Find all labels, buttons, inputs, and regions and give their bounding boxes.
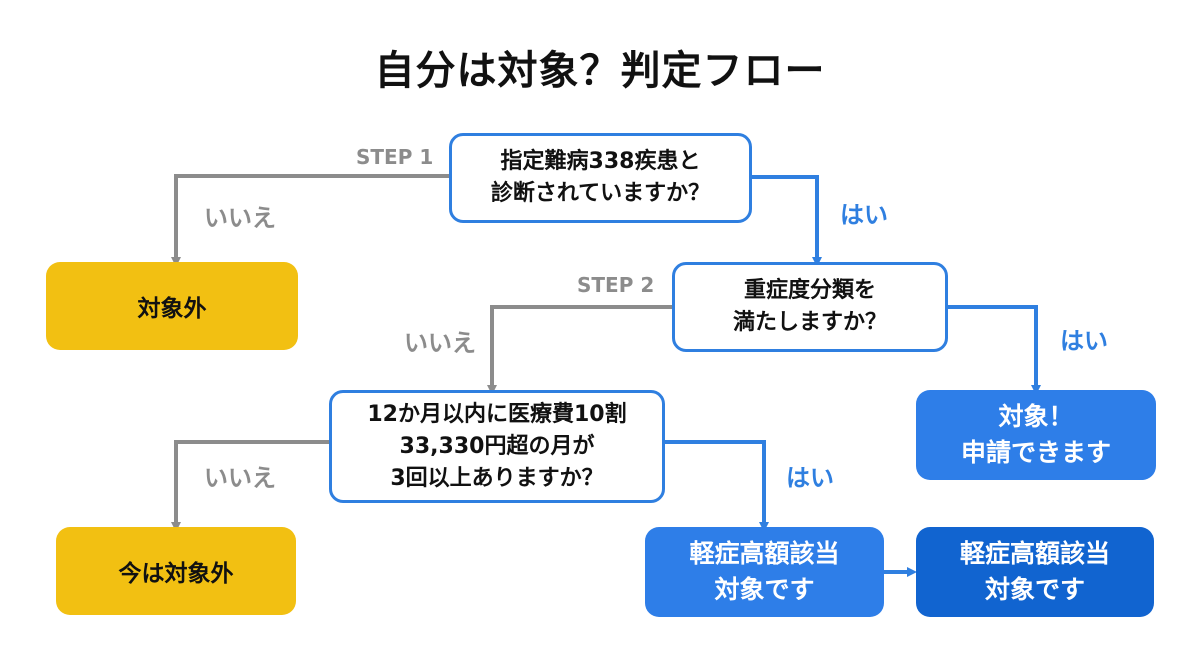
result-eligible-line2: 申請できます	[960, 438, 1111, 467]
result-mild-high-cost-line1: 軽症高額該当	[689, 539, 840, 568]
step2-label: STEP 2	[577, 273, 655, 297]
result-mild-high-cost-line2: 対象です	[714, 575, 815, 604]
result-eligible: 対象！ 申請できます	[916, 390, 1156, 480]
no-label-q2: いいえ	[404, 329, 476, 357]
question1-line2: 診断されていますか？	[490, 181, 711, 206]
result-mild-high-cost-final: 軽症高額該当 対象です	[916, 527, 1154, 617]
step1-label: STEP 1	[356, 145, 434, 169]
yes-label-q3: はい	[786, 464, 834, 492]
yes-label-q2: はい	[1060, 327, 1108, 355]
yes-label-q1: はい	[840, 201, 888, 229]
result-not-yet: 今は対象外	[56, 527, 296, 615]
no-label-q3: いいえ	[204, 464, 276, 492]
no-label-q1: いいえ	[204, 204, 276, 232]
question2-line2: 満たしますか？	[732, 310, 887, 335]
question2-line1: 重症度分類を	[743, 278, 876, 303]
no-arrow-q2	[487, 305, 672, 395]
yes-arrow-q2	[948, 305, 1041, 395]
result-not-eligible: 対象外	[46, 262, 298, 350]
question-box-step2: 重症度分類を 満たしますか？	[672, 262, 948, 352]
result-final-line2: 対象です	[984, 575, 1085, 604]
result-not-eligible-label: 対象外	[137, 296, 207, 322]
question-box-step1: 指定難病338疾患と 診断されていますか？	[449, 133, 752, 223]
question3-line1: 12か月以内に医療費10割	[367, 401, 627, 427]
result-final-line1: 軽症高額該当	[959, 539, 1110, 568]
result-mild-high-cost: 軽症高額該当 対象です	[645, 527, 884, 617]
page-title: 自分は対象？判定フロー	[374, 48, 826, 94]
no-arrow-q1	[171, 174, 449, 267]
question3-line3: 3回以上ありますか？	[390, 465, 604, 491]
yes-arrow-q1	[752, 175, 822, 267]
no-arrow-q3	[171, 440, 329, 532]
result-eligible-line1: 対象！	[998, 402, 1074, 431]
question3-line2: 33,330円超の月が	[399, 433, 595, 459]
question-box-step3: 12か月以内に医療費10割 33,330円超の月が 3回以上ありますか？	[329, 390, 665, 503]
yes-arrow-q3	[665, 440, 769, 532]
result-not-yet-label: 今は対象外	[118, 561, 234, 587]
question1-line1: 指定難病338疾患と	[500, 149, 701, 174]
